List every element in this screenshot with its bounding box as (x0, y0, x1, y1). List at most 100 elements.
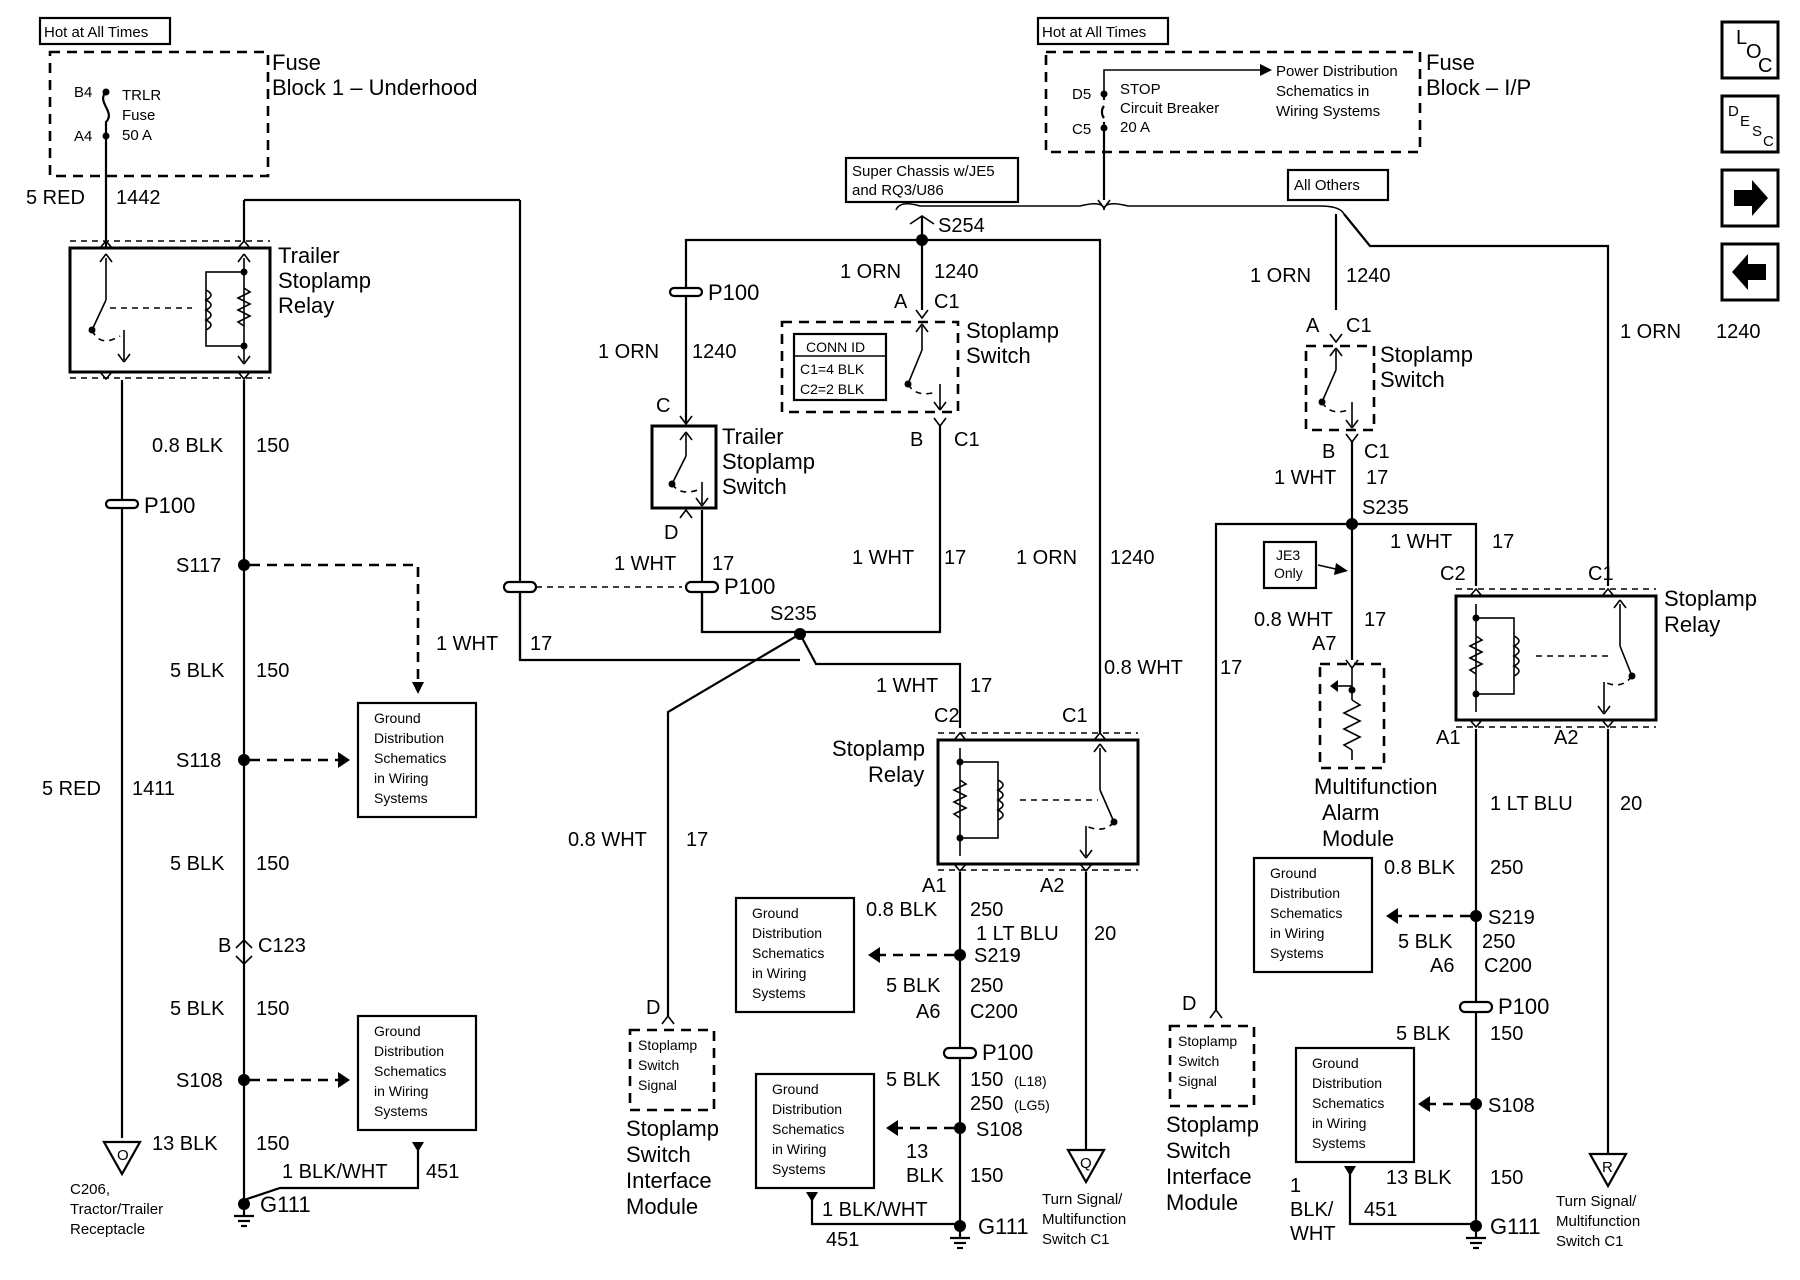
relay-label: Relay (868, 762, 924, 787)
conn-id-label: CONN ID (806, 339, 865, 355)
underhood-fuse-block: Hot at All Times Fuse Block 1 – Underhoo… (38, 16, 477, 178)
svg-text:in Wiring: in Wiring (752, 965, 806, 981)
module-label: Interface (626, 1168, 712, 1193)
wire-label: 250 (1490, 857, 1523, 879)
relay-label: Stoplamp (1664, 586, 1757, 611)
terminal-label: Turn Signal/ (1556, 1193, 1637, 1210)
wire-label: 150 (256, 1133, 289, 1155)
wire-label: 451 (1364, 1199, 1397, 1221)
connector-label: C200 (970, 1001, 1018, 1023)
terminal-label: Switch C1 (1042, 1231, 1110, 1248)
relay-label: Trailer (278, 243, 340, 268)
fuse-name: TRLR (122, 87, 161, 104)
wire-label: 5 BLK (886, 1069, 941, 1091)
relay-label: Stoplamp (278, 268, 371, 293)
switch-label: Switch (1380, 367, 1445, 392)
module-label: Switch (1166, 1138, 1231, 1163)
wire-label: 13 BLK (1386, 1167, 1452, 1189)
note-label: Schematics in (1276, 83, 1369, 100)
p100-connector-icon (1458, 1000, 1494, 1014)
relay-label: Relay (278, 293, 334, 318)
receptacle-label: Receptacle (70, 1221, 145, 1238)
terminal-label: Multifunction (1556, 1213, 1640, 1230)
receptacle-label: Tractor/Trailer (70, 1201, 163, 1218)
svg-text:Systems: Systems (374, 1103, 428, 1119)
wire-label: 250 (1482, 931, 1515, 953)
desc-letter: D (1728, 103, 1739, 120)
ground-icon (950, 1232, 970, 1250)
pin-label: C1 (1588, 563, 1614, 585)
location-button[interactable]: L O C (1720, 20, 1780, 80)
connector-label: C1 (1346, 315, 1372, 337)
pin-label: A7 (1312, 633, 1336, 655)
wire-label: 1 BLK/WHT (282, 1161, 388, 1183)
module-label: Interface (1166, 1164, 1252, 1189)
switch-label: Stoplamp (1380, 342, 1473, 367)
wire-label: 17 (970, 675, 992, 697)
wire-label: 150 (256, 660, 289, 682)
wire-label: 1411 (132, 778, 175, 800)
next-page-button[interactable] (1720, 168, 1780, 228)
wire-label: 20 (1620, 793, 1642, 815)
svg-text:Ground: Ground (752, 905, 799, 921)
wire-label: 0.8 WHT (568, 829, 647, 851)
stoplamp-relay-middle (936, 731, 1140, 873)
wire-label: 150 (970, 1069, 1003, 1091)
wire-label: 1 WHT (1390, 531, 1452, 553)
svg-text:in Wiring: in Wiring (1312, 1115, 1366, 1131)
pin-label: A6 (1430, 955, 1454, 977)
option-label: and RQ3/U86 (852, 182, 944, 199)
wire-label: 5 RED (42, 778, 101, 800)
fuse-icon (102, 91, 110, 136)
loc-letter: O (1746, 41, 1762, 63)
wire-label: 5 BLK (1398, 931, 1453, 953)
svg-text:Schematics: Schematics (1312, 1095, 1384, 1111)
pin-label: D5 (1072, 86, 1091, 103)
connector-label: P100 (144, 493, 195, 518)
svg-text:Systems: Systems (772, 1161, 826, 1177)
description-button[interactable]: D E S C (1720, 94, 1780, 154)
left-arrow-icon (1732, 254, 1766, 290)
wire-label: 17 (686, 829, 708, 851)
wire-label: 5 RED (26, 187, 85, 209)
p100-connector-icon (942, 1046, 978, 1060)
splice-label: S219 (974, 945, 1021, 967)
fuse-name: STOP (1120, 81, 1161, 98)
wire-label: 1442 (116, 187, 161, 209)
module-label: Module (626, 1194, 698, 1219)
relay-label: Stoplamp (832, 736, 925, 761)
pin-label: B4 (74, 84, 92, 101)
wire-label: 1240 (692, 341, 737, 363)
signal-label: Stoplamp (1178, 1033, 1237, 1049)
wire-label: 17 (1492, 531, 1514, 553)
fuse-title: Fuse (272, 50, 321, 75)
svg-text:Schematics: Schematics (772, 1121, 844, 1137)
option-label: All Others (1294, 177, 1360, 194)
wire-label: 17 (1364, 609, 1386, 631)
svg-text:Distribution: Distribution (752, 925, 822, 941)
wire-label: 150 (1490, 1167, 1523, 1189)
wire-label: 1 ORN (598, 341, 659, 363)
module-label: Stoplamp (1166, 1112, 1259, 1137)
wire-label: 0.8 WHT (1104, 657, 1183, 679)
splice-label: S108 (176, 1070, 223, 1092)
fuse-name: Fuse (122, 107, 155, 124)
svg-text:Ground: Ground (772, 1081, 819, 1097)
switch-label: Switch (722, 474, 787, 499)
p100-connector-icon (104, 498, 140, 510)
svg-text:Distribution: Distribution (1270, 885, 1340, 901)
svg-text:Systems: Systems (374, 790, 428, 806)
svg-text:Schematics: Schematics (1270, 905, 1342, 921)
wire-label: 1240 (1110, 547, 1155, 569)
terminal-letter: Q (1080, 1155, 1092, 1172)
stoplamp-switch-right (1304, 344, 1376, 432)
wire-label: 5 BLK (170, 660, 225, 682)
option-label: Only (1274, 565, 1303, 581)
option-label: JE3 (1276, 547, 1300, 563)
pin-label: C1 (1062, 705, 1088, 727)
wire-label: 250 (970, 975, 1003, 997)
previous-page-button[interactable] (1720, 242, 1780, 302)
svg-text:Distribution: Distribution (1312, 1075, 1382, 1091)
pin-label: A2 (1554, 727, 1578, 749)
connector-label: P100 (708, 280, 759, 305)
